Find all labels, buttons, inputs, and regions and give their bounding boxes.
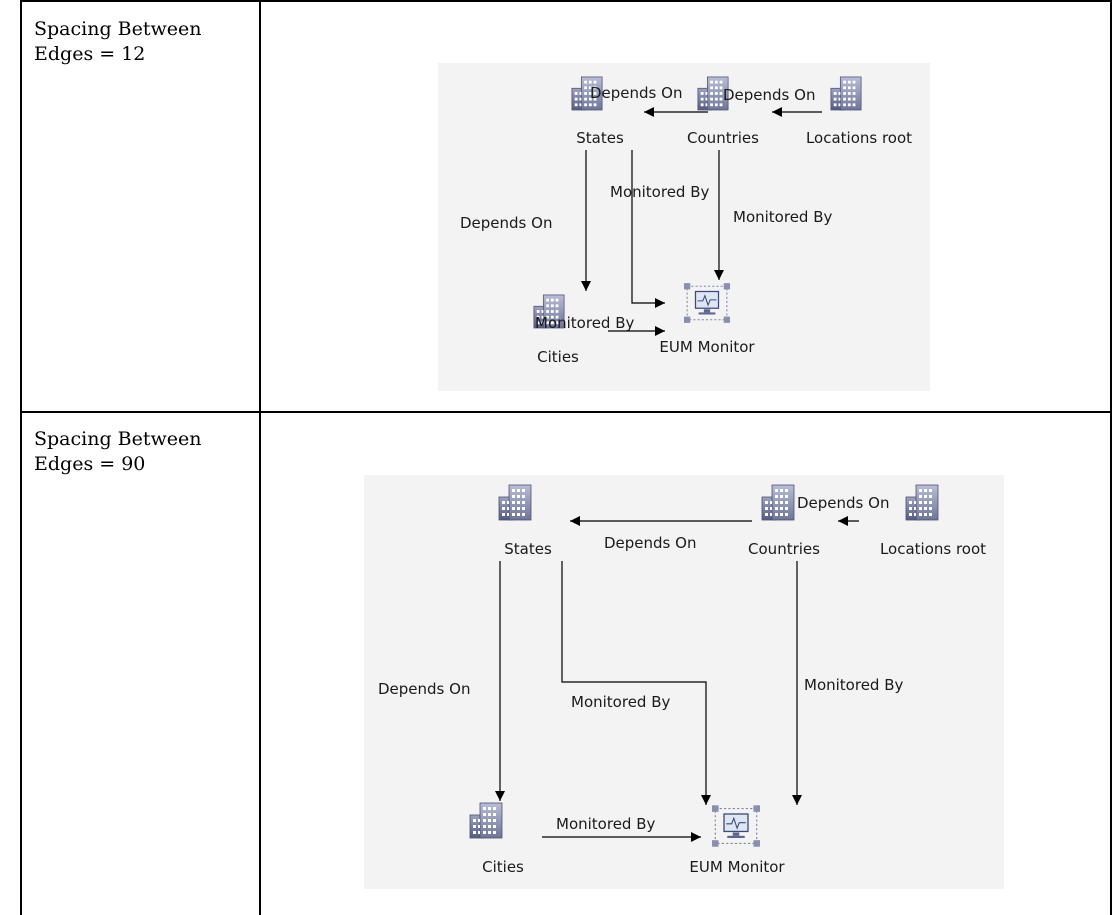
diagram-panel: States Countries Locations root Cities E… (364, 475, 1004, 889)
table-border-right (1110, 0, 1112, 915)
diagram-canvas: States Countries Locations root Cities E… (378, 484, 986, 876)
monitor-icon (712, 805, 760, 847)
node-label: Cities (482, 858, 524, 876)
row-caption: Spacing Between Edges = 12 (34, 17, 202, 67)
node-countries[interactable]: Countries (748, 484, 820, 558)
caption-line: Spacing Between (34, 18, 202, 40)
caption-line: Edges = 12 (34, 43, 146, 65)
node-label: States (576, 129, 624, 147)
node-label: EUM Monitor (689, 858, 785, 876)
node-label: Locations root (806, 129, 912, 147)
node-label: EUM Monitor (659, 338, 755, 356)
node-states[interactable]: States (571, 76, 624, 147)
node-label: Countries (748, 540, 820, 558)
building-icon (761, 484, 795, 521)
edge-label: Monitored By (571, 693, 670, 711)
node-label: Cities (537, 348, 579, 366)
edge-label: Monitored By (733, 208, 832, 226)
edge-states-eum (631, 150, 665, 308)
edge-label: Monitored By (556, 815, 655, 833)
caption-line: Spacing Between (34, 428, 202, 450)
node-eum-monitor[interactable]: EUM Monitor (689, 805, 785, 876)
table-border-left (20, 0, 22, 915)
edge-label: Depends On (604, 534, 696, 552)
building-icon (498, 484, 532, 521)
edge-label: Depends On (723, 86, 815, 104)
node-label: Locations root (880, 540, 986, 558)
node-label: States (504, 540, 552, 558)
edge-label: Monitored By (610, 183, 709, 201)
node-eum-monitor[interactable]: EUM Monitor (659, 283, 755, 356)
node-locations-root[interactable]: Locations root (880, 484, 986, 558)
table-row-divider (20, 411, 1112, 413)
edge-label: Depends On (460, 214, 552, 232)
table-border-top (20, 0, 1112, 2)
diagram-canvas: States Countries Locations root Cities E… (460, 76, 912, 366)
edge-label: Monitored By (804, 676, 903, 694)
node-states[interactable]: States (498, 484, 552, 558)
monitor-icon (684, 283, 730, 323)
building-icon (469, 802, 503, 839)
edge-states-eum (561, 561, 711, 805)
edge-label: Depends On (590, 84, 682, 102)
node-cities[interactable]: Cities (469, 802, 524, 876)
building-icon (830, 76, 862, 111)
table-column-divider (259, 0, 261, 915)
node-label: Countries (687, 129, 759, 147)
edge-label: Monitored By (535, 314, 634, 332)
node-cities[interactable]: Cities (533, 294, 579, 366)
diagram-panel: States Countries Locations root Cities E… (438, 63, 930, 391)
node-locations-root[interactable]: Locations root (806, 76, 912, 147)
node-countries[interactable]: Countries (687, 76, 759, 147)
edge-label: Depends On (378, 680, 470, 698)
caption-line: Edges = 90 (34, 453, 146, 475)
building-icon (905, 484, 939, 521)
row-caption: Spacing Between Edges = 90 (34, 427, 202, 477)
edge-label: Depends On (797, 494, 889, 512)
